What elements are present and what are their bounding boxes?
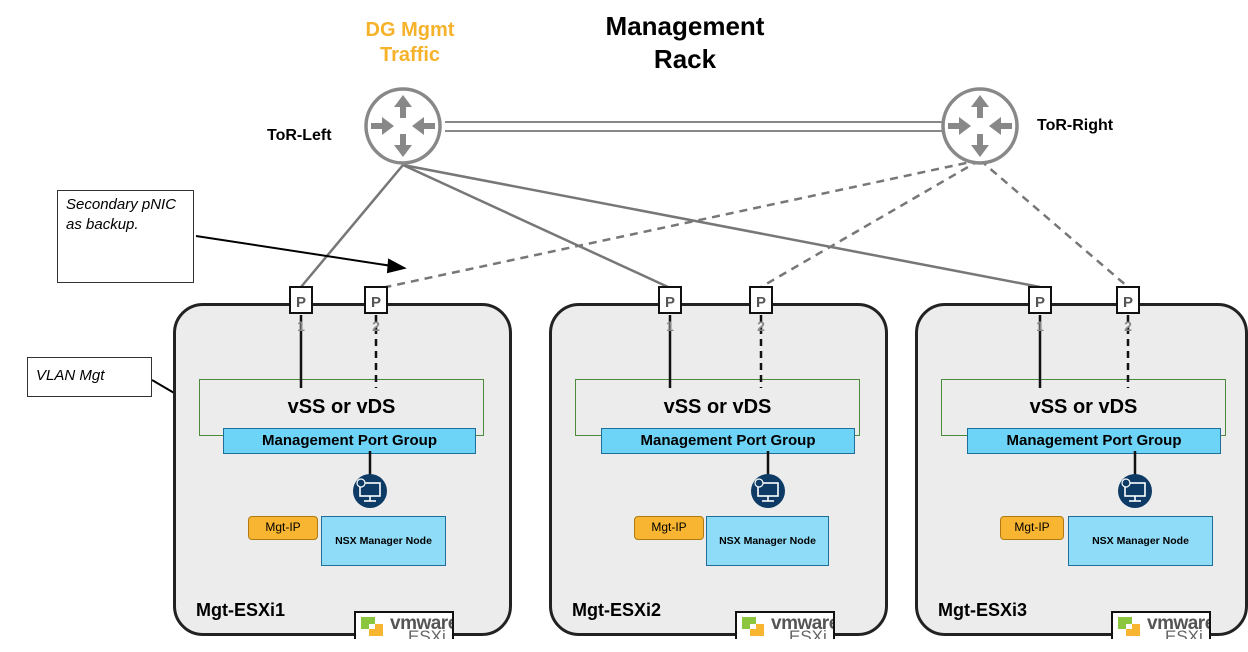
host-name: Mgt-ESXi1	[196, 600, 286, 620]
nsx-node-label: NSX Manager Node	[335, 535, 432, 547]
pnic-port-2-1: P1	[658, 286, 682, 334]
esxi-text: ESXi	[1165, 627, 1203, 639]
port-label: P	[665, 294, 675, 311]
nsx-manager-icon	[751, 474, 785, 508]
host-name: Mgt-ESXi3	[938, 600, 1028, 620]
management-port-group: Management Port Group	[601, 428, 855, 454]
pnic-port-3-1: P1	[1028, 286, 1052, 334]
nsx-manager-node: NSX Manager Node	[321, 516, 446, 566]
tor-right-router	[941, 87, 1019, 165]
port-number: 2	[757, 318, 765, 334]
esxi-icon	[1118, 617, 1140, 636]
port-label: P	[371, 294, 381, 311]
esxi-icon	[361, 617, 383, 636]
port-label: P	[1035, 294, 1045, 311]
secondary-uplinks	[385, 158, 1129, 289]
secondary-pnic-callout: Secondary pNIC as backup.	[57, 190, 194, 283]
mgt-ip-badge: Mgt-IP	[1000, 516, 1064, 540]
port-number: 1	[1036, 318, 1044, 334]
port-label: P	[1123, 294, 1133, 311]
tor-left-label: ToR-Left	[267, 127, 332, 144]
host-name: Mgt-ESXi2	[572, 600, 662, 620]
port-label: P	[756, 294, 766, 311]
pnic-port-2-2: P2	[749, 286, 773, 334]
management-port-group: Management Port Group	[223, 428, 476, 454]
vmware-esxi-logo: vmware ESXi	[735, 611, 835, 639]
virtual-switch: vSS or vDS	[941, 379, 1226, 436]
nsx-node-label: NSX Manager Node	[1092, 535, 1189, 547]
vmware-text: vmware	[1147, 613, 1211, 634]
pnic-port-1-1: P1	[289, 286, 313, 334]
mgt-ip-badge: Mgt-IP	[634, 516, 704, 540]
nsx-node-label: NSX Manager Node	[719, 535, 816, 547]
vmware-text: vmware	[771, 613, 835, 634]
nsx-manager-icon	[1118, 474, 1152, 508]
port-number: 2	[372, 318, 380, 334]
virtual-switch: vSS or vDS	[575, 379, 860, 436]
vmware-text: vmware	[390, 613, 454, 634]
port-number: 1	[666, 318, 674, 334]
traffic-label: DG Mgmt Traffic	[335, 18, 485, 68]
port-number: 2	[1124, 318, 1132, 334]
pnic-port-3-2: P2	[1116, 286, 1140, 334]
host-mgt-esxi3: vSS or vDS Management Port Group Mgt-IP …	[915, 303, 1248, 639]
page-title: Management Rack	[590, 10, 780, 75]
vmware-esxi-logo: vmware ESXi	[1111, 611, 1211, 639]
virtual-switch: vSS or vDS	[199, 379, 484, 436]
pnic-port-1-2: P2	[364, 286, 388, 334]
mgt-ip-badge: Mgt-IP	[248, 516, 318, 540]
host-mgt-esxi1: vSS or vDS Management Port Group Mgt-IP …	[173, 303, 512, 639]
primary-uplinks	[300, 163, 1041, 289]
title-text: Management Rack	[605, 11, 765, 74]
switch-label: vSS or vDS	[663, 396, 772, 418]
esxi-text: ESXi	[789, 627, 827, 639]
esxi-text: ESXi	[408, 627, 446, 639]
nsx-manager-icon	[353, 474, 387, 508]
pg-to-nsx-links	[368, 451, 1137, 478]
port-label: P	[296, 294, 306, 311]
nsx-manager-node: NSX Manager Node	[706, 516, 829, 566]
vlan-mgt-callout: VLAN Mgt	[27, 357, 152, 397]
switch-label: vSS or vDS	[287, 396, 396, 418]
port-to-switch-links	[299, 315, 1130, 388]
nsx-manager-node: NSX Manager Node	[1068, 516, 1213, 566]
traffic-text: DG Mgmt Traffic	[365, 19, 455, 66]
esxi-icon	[742, 617, 764, 636]
tor-interlink	[445, 121, 948, 132]
nsx-icons	[353, 474, 1152, 508]
tor-left-router	[364, 87, 442, 165]
management-port-group: Management Port Group	[967, 428, 1221, 454]
switch-label: vSS or vDS	[1029, 396, 1138, 418]
tor-right-label: ToR-Right	[1037, 117, 1114, 134]
host-mgt-esxi2: vSS or vDS Management Port Group Mgt-IP …	[549, 303, 888, 639]
vmware-esxi-logo: vmware ESXi	[354, 611, 454, 639]
port-number: 1	[297, 318, 305, 334]
